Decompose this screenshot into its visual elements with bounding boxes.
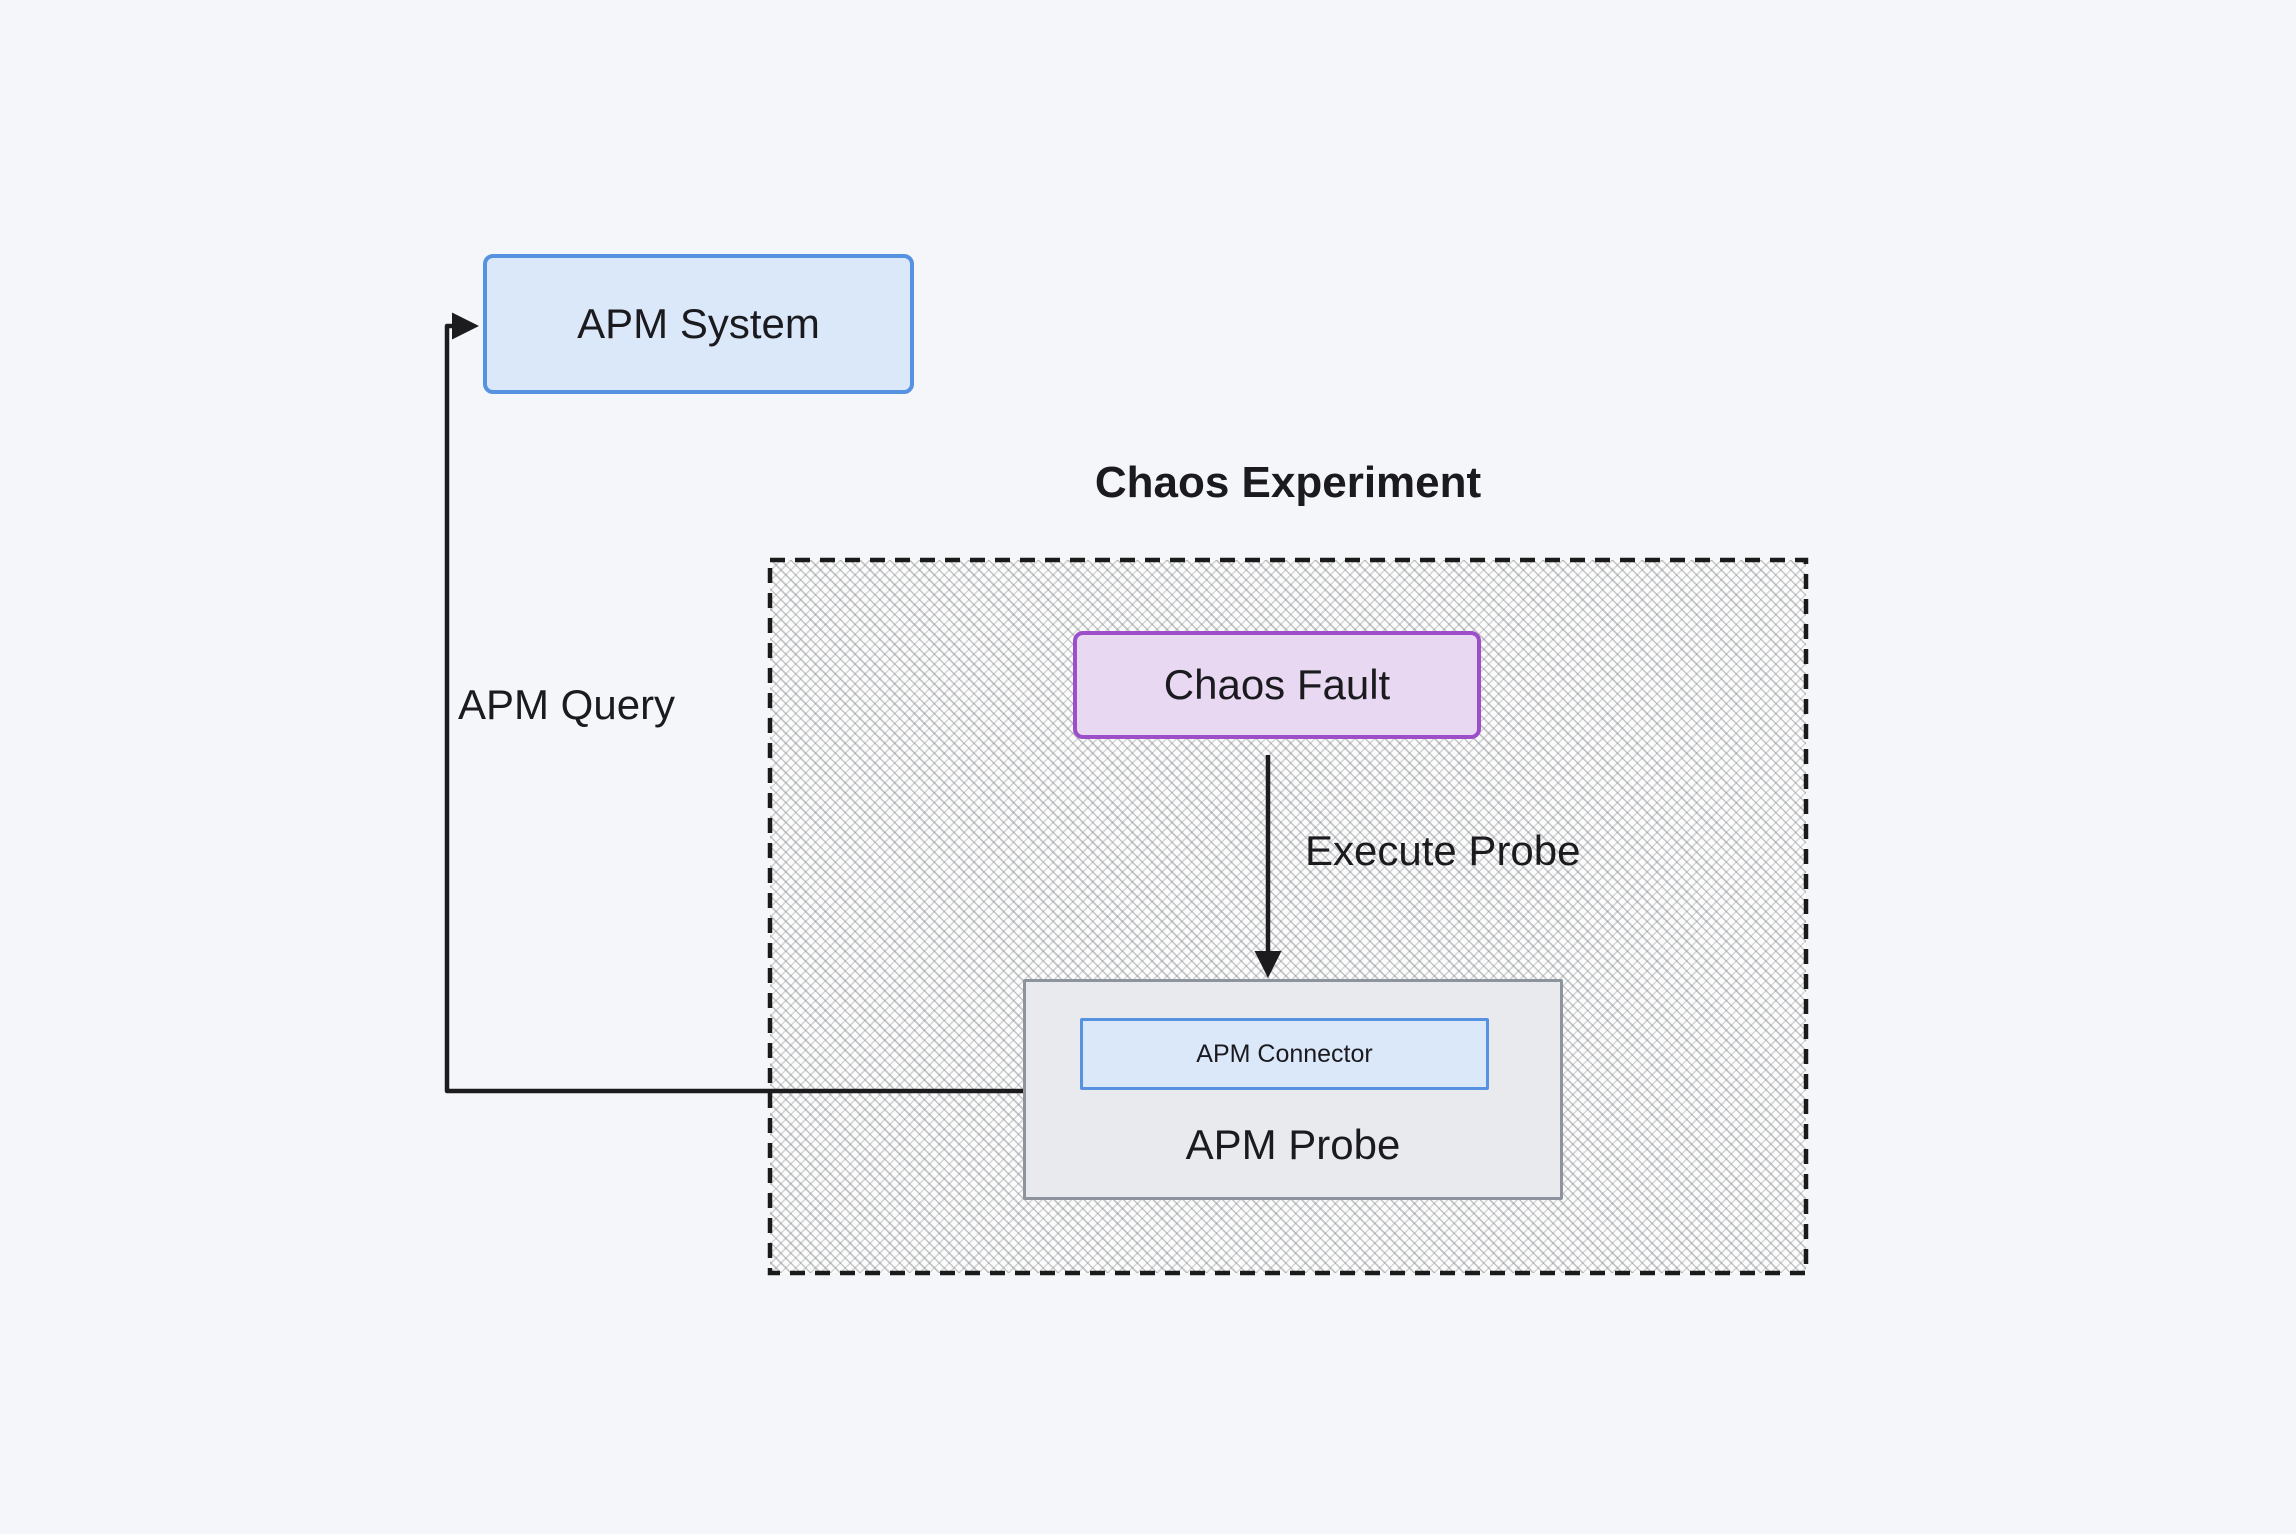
node-chaos-fault: Chaos Fault xyxy=(1073,631,1481,739)
execute-probe-label: Execute Probe xyxy=(1305,827,1581,874)
node-apm-connector: APM Connector xyxy=(1080,1018,1489,1090)
chaos-experiment-title: Chaos Experiment xyxy=(1094,458,1482,507)
node-apm-probe-label: APM Probe xyxy=(1185,1121,1401,1168)
apm-query-label: APM Query xyxy=(458,681,676,728)
node-apm-system: APM System xyxy=(483,254,914,394)
node-apm-connector-label: APM Connector xyxy=(1196,1039,1373,1068)
node-apm-system-label: APM System xyxy=(577,300,820,347)
node-chaos-fault-label: Chaos Fault xyxy=(1163,661,1391,708)
